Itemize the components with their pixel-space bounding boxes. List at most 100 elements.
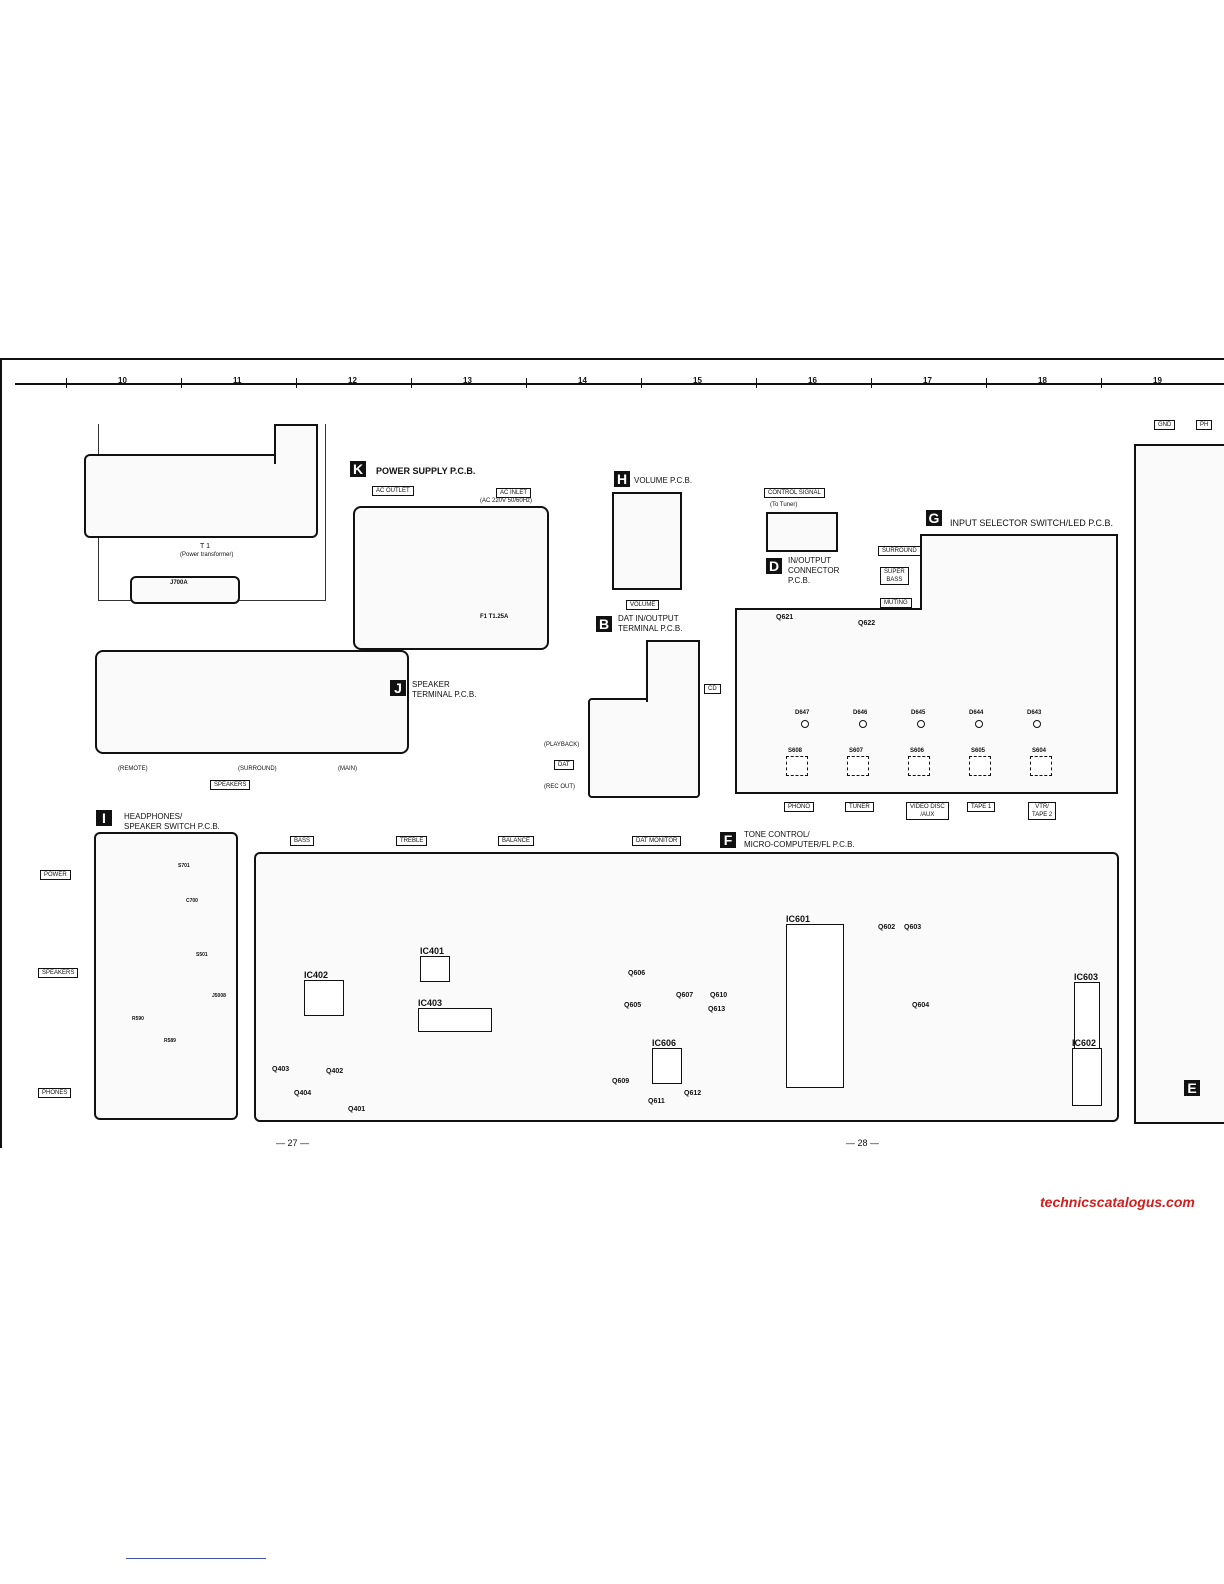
ruler-label: 16 (808, 376, 817, 385)
ruler-label: 13 (463, 376, 472, 385)
ic-body (420, 956, 450, 982)
sheet-top-border (0, 358, 1224, 360)
input-tag: PHONO (784, 802, 815, 812)
part-label: S701 (178, 863, 190, 869)
transistor-label: Q607 (676, 992, 694, 999)
ic-body (786, 924, 844, 1088)
ruler-label: 12 (348, 376, 357, 385)
ic-label: IC401 (420, 946, 445, 956)
input-tag: VTR/ TAPE 2 (1028, 802, 1057, 820)
ic-body (304, 980, 344, 1016)
ruler-line (15, 383, 1224, 385)
tone-control-board (254, 852, 1119, 1122)
board-letter-j: J (390, 680, 406, 696)
transistor-label: Q605 (624, 1002, 642, 1009)
tag-gnd: GND (1154, 420, 1176, 430)
board-title-k: POWER SUPPLY P.C.B. (376, 466, 476, 476)
f-tag: BALANCE (498, 836, 535, 846)
switch-body (847, 756, 869, 776)
sheet-left-border (0, 358, 2, 1148)
part-label: J5008 (212, 993, 226, 999)
transistor-label: Q610 (710, 992, 728, 999)
ruler-tick (411, 378, 412, 388)
ruler-tick (986, 378, 987, 388)
input-tag: TAPE 1 (967, 802, 996, 812)
ic-label: IC603 (1074, 972, 1099, 982)
part-label: R590 (132, 1016, 144, 1022)
led-label: D644 (969, 710, 984, 716)
tag-ac-inlet: AC INLET (496, 488, 532, 498)
tag-remote: (REMOTE) (118, 766, 148, 772)
ruler-tick (1101, 378, 1102, 388)
board-title-h: VOLUME P.C.B. (634, 476, 693, 485)
ruler-label: 10 (118, 376, 127, 385)
led-pad (801, 720, 809, 728)
board-title-f: TONE CONTROL/ MICRO-COMPUTER/FL P.C.B. (744, 830, 855, 849)
led-pad (975, 720, 983, 728)
board-letter-e: E (1184, 1080, 1200, 1096)
transformer-label: T 1 (200, 543, 210, 550)
tag-ph: PH (1196, 420, 1213, 430)
transistor-label: Q603 (904, 924, 922, 931)
board-letter-k: K (350, 461, 366, 477)
switch-body (1030, 756, 1052, 776)
board-title-g: INPUT SELECTOR SWITCH/LED P.C.B. (950, 518, 1114, 528)
tag-control-signal: CONTROL SIGNAL (764, 488, 825, 498)
tag-cd: CD (704, 684, 721, 694)
board-letter-h: H (614, 471, 630, 487)
switch-label: S606 (910, 748, 925, 754)
tag-muting: MUTING (880, 598, 912, 608)
led-pad (859, 720, 867, 728)
transistor-label: Q602 (878, 924, 896, 931)
transistor-label: Q611 (648, 1098, 665, 1105)
ruler-tick (181, 378, 182, 388)
transistor-label: Q609 (612, 1078, 630, 1085)
led-label: D646 (853, 710, 868, 716)
tag-rec-out: (REC OUT) (544, 784, 575, 790)
input-tag: TUNER (845, 802, 874, 812)
ruler-tick (641, 378, 642, 388)
tag-main: (MAIN) (338, 766, 357, 772)
tag-power: POWER (40, 870, 71, 880)
ruler-tick (871, 378, 872, 388)
transistor-label: Q403 (272, 1066, 290, 1073)
tag-playback: (PLAYBACK) (544, 742, 580, 748)
tag-to-tuner: (To Tuner) (770, 502, 798, 508)
transistor-label: Q401 (348, 1106, 366, 1113)
footer-line (126, 1558, 266, 1559)
ic-label: IC403 (418, 998, 443, 1008)
page-number-right: — 28 — (846, 1138, 880, 1148)
board-title-d: IN/OUTPUT CONNECTOR P.C.B. (788, 556, 840, 585)
board-letter-i: I (96, 810, 112, 826)
board-title-j: SPEAKER TERMINAL P.C.B. (412, 680, 477, 699)
tag-surround: SURROUND (878, 546, 921, 556)
board-title-i: HEADPHONES/ SPEAKER SWITCH P.C.B. (124, 812, 220, 831)
ruler-label: 15 (693, 376, 702, 385)
tag-surround-out: (SURROUND) (238, 766, 277, 772)
tag-dat: DAT (554, 760, 574, 770)
ic-body (418, 1008, 492, 1032)
transformer-board-tab (274, 424, 318, 464)
page-number-left: — 27 — (276, 1138, 310, 1148)
transistor-label: Q402 (326, 1068, 344, 1075)
board-letter-b: B (596, 616, 612, 632)
board-letter-f: F (720, 832, 736, 848)
tag-speakers-out: SPEAKERS (210, 780, 251, 790)
part-label: R589 (164, 1038, 176, 1044)
transistor-q622: Q622 (858, 620, 876, 627)
connector-board (766, 512, 838, 552)
tag-ac-voltage: (AC 220V 50/60Hz) (480, 498, 533, 504)
transformer-connector-label: J700A (170, 580, 188, 586)
f-tag: BASS (290, 836, 315, 846)
tag-ac-outlet: AC OUTLET (372, 486, 414, 496)
ic-body (1072, 1048, 1102, 1106)
ic-label: IC402 (304, 970, 329, 980)
ruler-label: 18 (1038, 376, 1047, 385)
ruler-label: 11 (233, 376, 242, 385)
part-label: C700 (186, 898, 198, 904)
dat-terminal-board (588, 698, 700, 798)
ic-label: IC606 (652, 1038, 677, 1048)
ruler-tick (756, 378, 757, 388)
tag-super-bass: SUPER BASS (880, 567, 909, 585)
